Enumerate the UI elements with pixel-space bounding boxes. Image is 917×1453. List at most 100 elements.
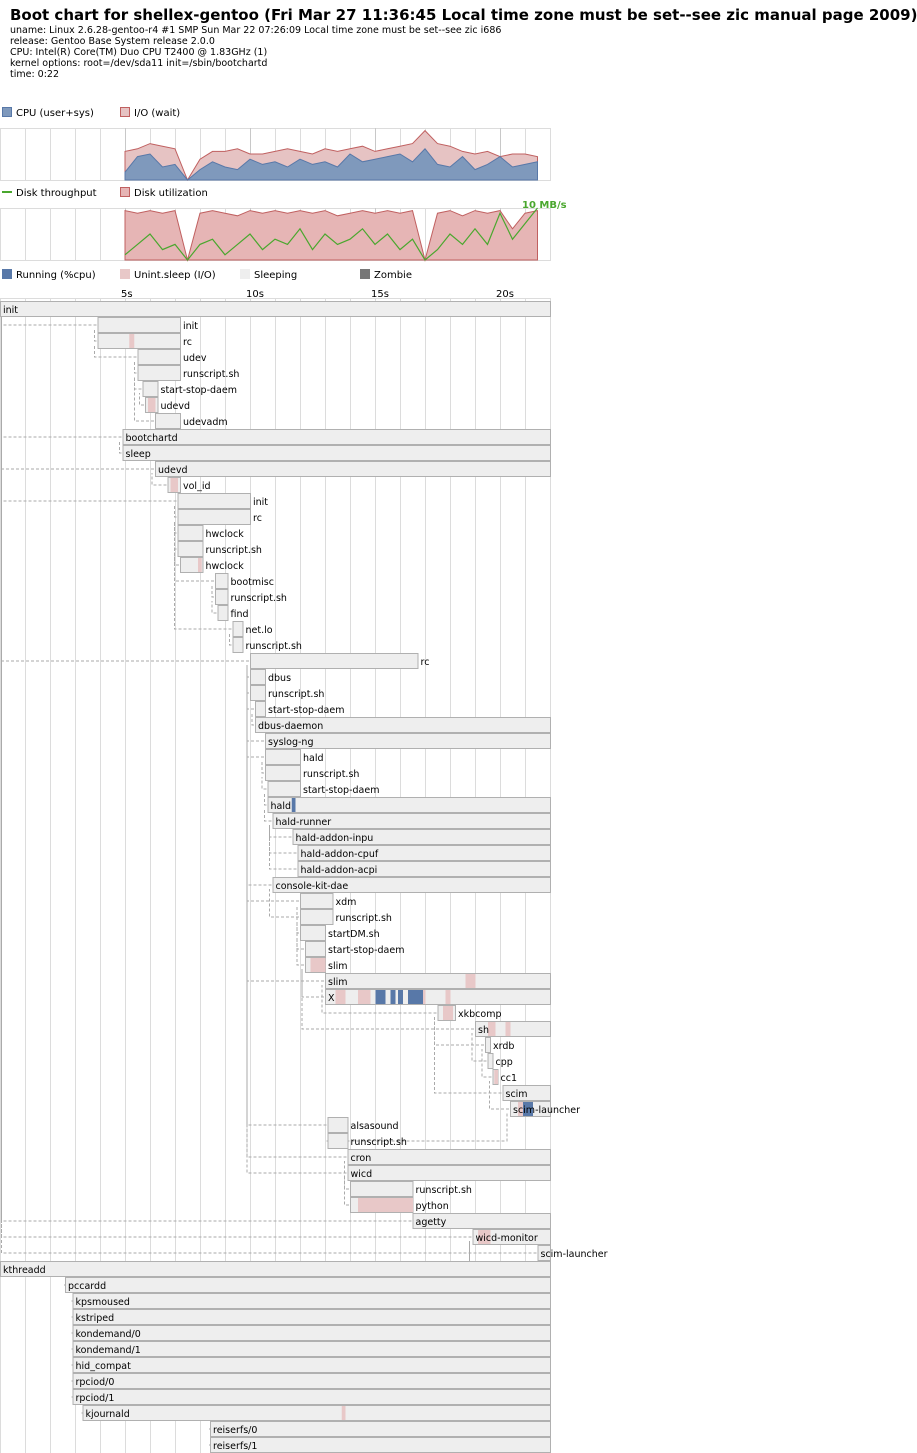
process-label: runscript.sh (231, 593, 287, 604)
process-io-segment (129, 334, 135, 348)
parent-connector (139, 393, 144, 406)
process-bar (297, 861, 551, 877)
process-bar (0, 301, 551, 317)
process-bar (250, 685, 266, 701)
parent-connector (174, 521, 232, 630)
parent-connector (264, 809, 272, 822)
process-cpu-segment (375, 990, 386, 1004)
process-bar (177, 509, 251, 525)
parent-connector (119, 441, 122, 454)
process-label: udevadm (183, 417, 228, 428)
process-label: runscript.sh (268, 689, 324, 700)
release-line: release: Gentoo Base System release 2.0.… (10, 36, 215, 47)
parent-connector (434, 1017, 502, 1094)
process-label: hwclock (206, 561, 245, 572)
parent-connector (246, 665, 347, 1158)
process-io-segment (148, 398, 156, 412)
process-label: hald-addon-cpuf (301, 849, 379, 860)
process-bar (210, 1437, 551, 1453)
process-label: kjournald (86, 1409, 130, 1420)
cpu-area (124, 148, 538, 181)
time-tick-label: 5s (121, 289, 133, 300)
kernel-options-line: kernel options: root=/dev/sda11 init=/sb… (10, 58, 268, 69)
process-bar (177, 525, 204, 541)
process-bar (255, 717, 551, 733)
parent-connector (174, 505, 177, 518)
process-bar (72, 1309, 551, 1325)
process-label: kstriped (76, 1313, 115, 1324)
process-bar (72, 1373, 551, 1389)
process-cpu-segment (413, 990, 423, 1004)
parent-connector (229, 633, 232, 646)
disk-throughput-max-label: 10 MB/s (522, 200, 567, 211)
process-label: runscript.sh (351, 1137, 407, 1148)
process-io-segment (358, 1198, 413, 1212)
process-label: syslog-ng (268, 737, 313, 748)
process-bar (255, 701, 266, 717)
process-label: bootchartd (126, 433, 178, 444)
process-bar (272, 877, 551, 893)
time-tick-label: 15s (371, 289, 389, 300)
process-bar (412, 1213, 551, 1229)
process-label: scim (506, 1089, 528, 1100)
process-bar (215, 573, 229, 589)
process-io-segment (443, 1006, 453, 1020)
process-bar (537, 1245, 551, 1261)
boot-time-line: time: 0:22 (10, 69, 60, 80)
chart-title: Boot chart for shellex-gentoo (Fri Mar 2… (10, 6, 917, 24)
parent-connector (174, 553, 179, 566)
process-bar (265, 733, 551, 749)
legend-throughput: Disk throughput (2, 187, 97, 201)
process-bar (97, 317, 181, 333)
process-bar (325, 973, 551, 989)
process-bar (122, 445, 551, 461)
process-bar (305, 941, 326, 957)
process-label: slim (328, 977, 347, 988)
process-bar (272, 813, 551, 829)
process-label: runscript.sh (416, 1185, 472, 1196)
process-bar (97, 333, 181, 349)
process-io-segment (170, 478, 178, 492)
process-io-segment (335, 990, 346, 1004)
process-io-segment (341, 1406, 346, 1420)
process-bar (292, 829, 551, 845)
process-label: rc (253, 513, 262, 524)
process-bar (217, 605, 229, 621)
legend-unint-sleep: Unint.sleep (I/O) (120, 269, 216, 283)
process-label: X (328, 993, 335, 1004)
process-label: find (231, 609, 249, 620)
process-label: start-stop-daem (328, 945, 404, 956)
process-bar (215, 589, 229, 605)
parent-connector (246, 665, 327, 1126)
process-label: hald-addon-inpu (296, 833, 374, 844)
process-label: net.lo (246, 625, 273, 636)
process-io-segment (505, 1022, 511, 1036)
process-bar (210, 1421, 551, 1437)
legend-utilization: Disk utilization (120, 187, 208, 201)
time-tick-label: 20s (496, 289, 514, 300)
process-label: sleep (126, 449, 151, 460)
process-io-segment (518, 1102, 523, 1116)
process-label: hwclock (206, 529, 245, 540)
process-label: init (183, 321, 198, 332)
chart-header: Boot chart for shellex-gentoo (Fri Mar 2… (10, 6, 917, 80)
process-bar (137, 365, 181, 381)
process-bar (180, 557, 204, 573)
process-label: kthreadd (3, 1265, 46, 1276)
process-cpu-segment (291, 798, 296, 812)
legend-cpu: CPU (user+sys) (2, 107, 94, 121)
process-bar (72, 1325, 551, 1341)
process-bar (472, 1229, 551, 1245)
process-label: kondemand/1 (76, 1345, 141, 1356)
process-bar (347, 1165, 551, 1181)
uname-line: uname: Linux 2.6.28-gentoo-r4 #1 SMP Sun… (10, 25, 502, 36)
process-label: rpciod/0 (76, 1377, 115, 1388)
process-bar (72, 1293, 551, 1309)
legend-io: I/O (wait) (120, 107, 180, 121)
process-bar (265, 749, 301, 765)
disk-throughput-line (124, 207, 538, 261)
process-bar (137, 349, 181, 365)
parent-connector (301, 969, 474, 1030)
process-label: kpsmoused (76, 1297, 130, 1308)
